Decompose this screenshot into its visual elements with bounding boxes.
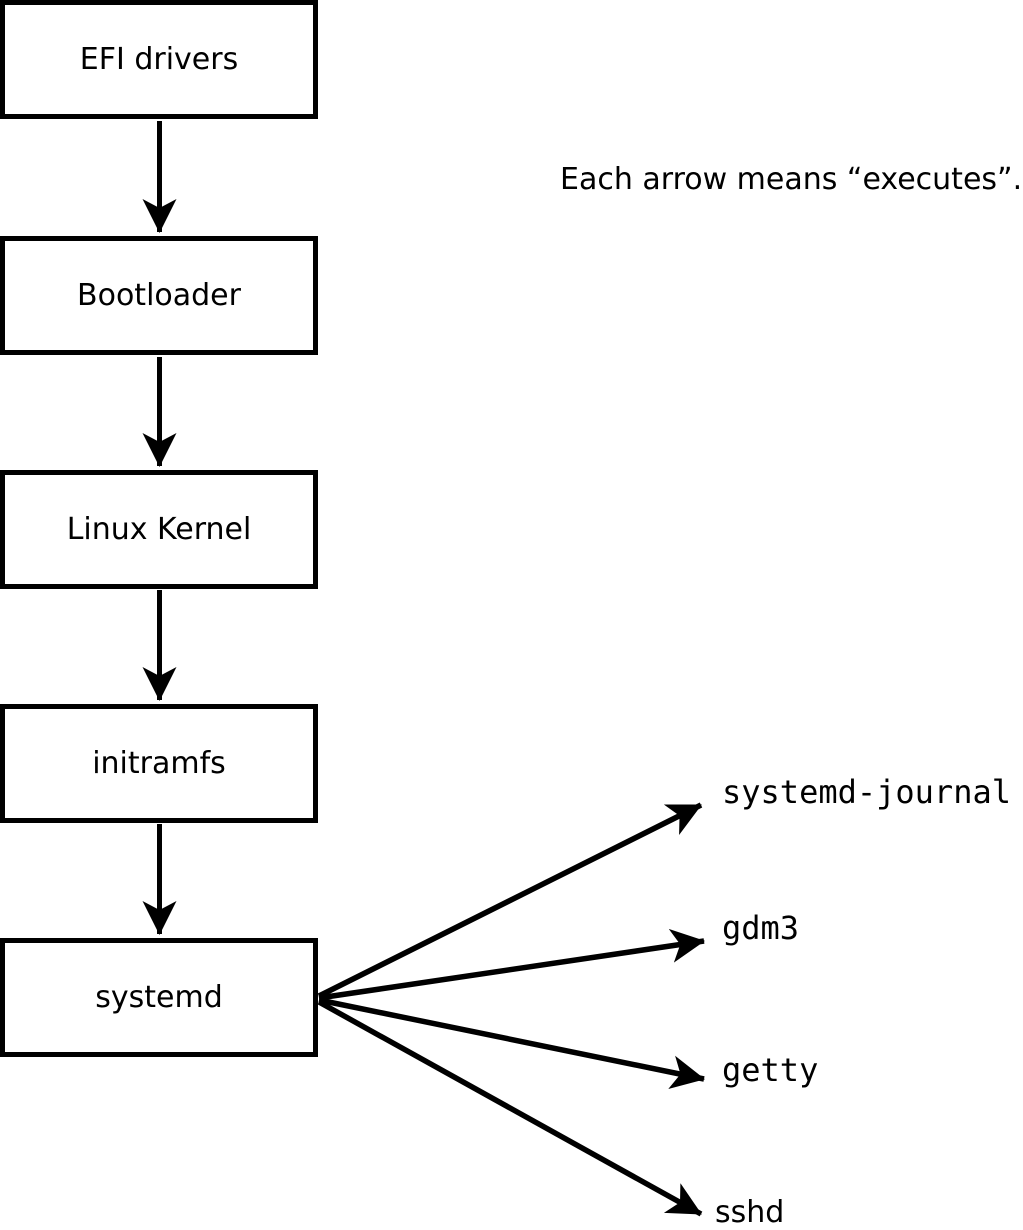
arrow-systemd-to-systemd-journal xyxy=(317,802,703,999)
box-systemd-label: systemd xyxy=(95,979,223,1015)
legend-note: Each arrow means “executes”. xyxy=(560,162,1023,197)
arrow-systemd-to-getty xyxy=(318,997,705,1090)
box-systemd: systemd xyxy=(0,938,318,1057)
label-sshd: sshd xyxy=(715,1195,785,1230)
box-efi-drivers-label: EFI drivers xyxy=(79,41,239,77)
arrow-systemd-to-sshd xyxy=(317,999,703,1217)
box-initramfs-label: initramfs xyxy=(92,745,226,781)
box-bootloader-label: Bootloader xyxy=(77,277,241,313)
box-efi-drivers: EFI drivers xyxy=(0,0,318,119)
arrow-systemd-to-gdm3 xyxy=(318,929,705,1001)
box-bootloader: Bootloader xyxy=(0,236,318,355)
box-linux-kernel-label: Linux Kernel xyxy=(66,511,252,547)
box-initramfs: initramfs xyxy=(0,704,318,823)
label-systemd-journal: systemd-journal xyxy=(722,773,1011,811)
label-getty: getty xyxy=(722,1051,819,1089)
label-gdm3: gdm3 xyxy=(722,909,800,947)
box-linux-kernel: Linux Kernel xyxy=(0,470,318,589)
